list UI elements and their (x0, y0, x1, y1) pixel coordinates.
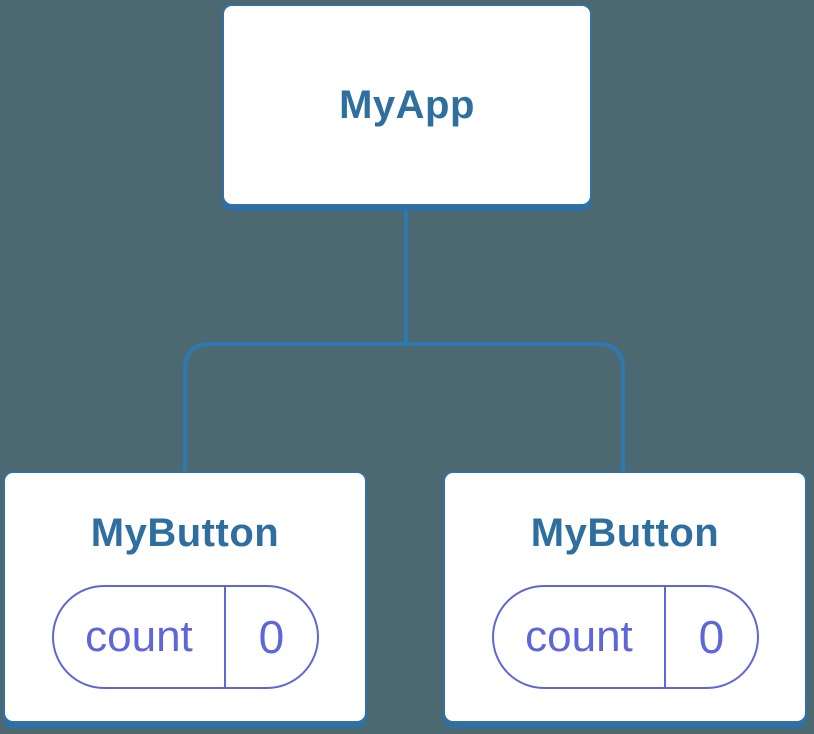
tree-node-mybutton-right: MyButton count 0 (443, 471, 807, 723)
state-pill-left: count 0 (51, 585, 319, 689)
connector-branch-bus (183, 342, 625, 476)
tree-node-mybutton-left: MyButton count 0 (3, 471, 367, 723)
state-value: 0 (258, 611, 285, 663)
node-title-myapp: MyApp (339, 83, 475, 127)
node-title-mybutton-right: MyButton (530, 511, 720, 555)
state-key-label: count (494, 587, 667, 687)
state-pill-right: count 0 (491, 585, 759, 689)
node-title-mybutton-left: MyButton (90, 511, 280, 555)
state-key-label: count (54, 587, 227, 687)
tree-node-myapp: MyApp (222, 4, 592, 206)
state-value: 0 (698, 611, 725, 663)
